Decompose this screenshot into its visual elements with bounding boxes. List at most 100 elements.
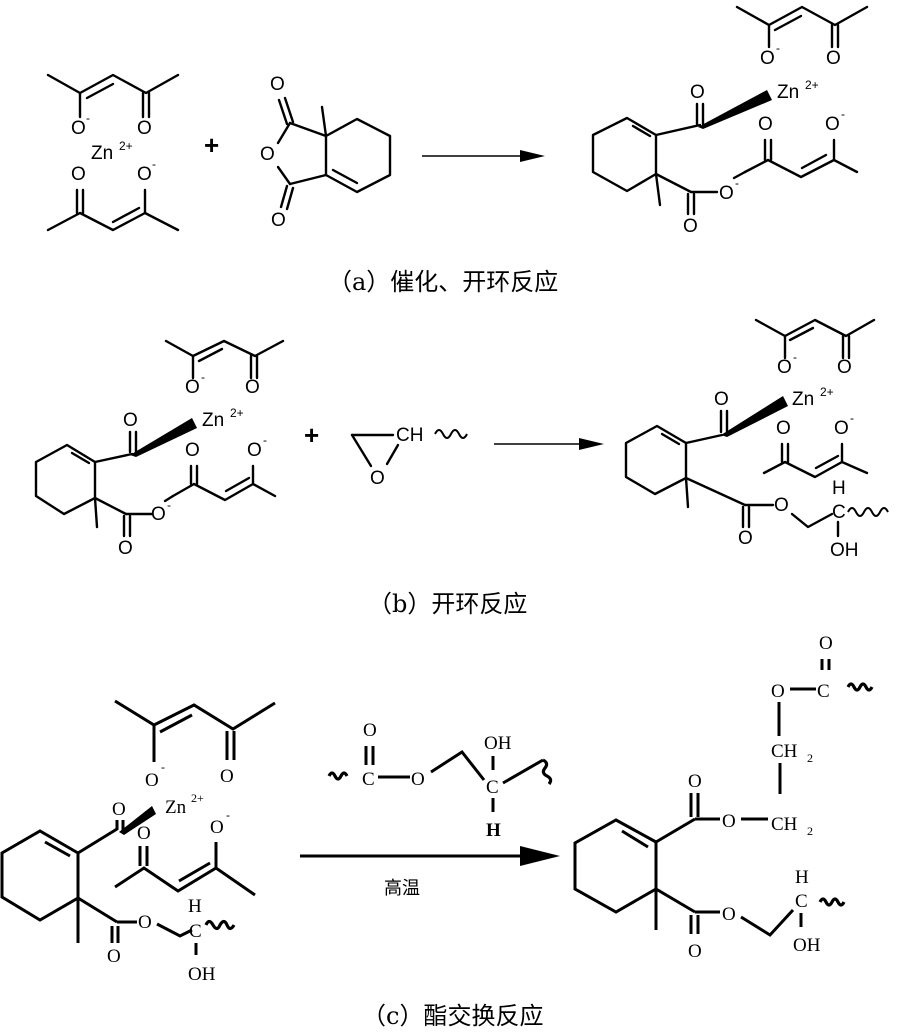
minus-sign: - <box>850 411 854 425</box>
oh-label: OH <box>188 964 216 985</box>
reactant-c-zn-complex: O - O O Zn 2+ O O - H O <box>0 699 276 985</box>
minus-sign: - <box>201 370 205 384</box>
reactant-b-zn-complex: O - O O Zn 2+ O O - O O <box>34 339 285 559</box>
zn-charge: 2+ <box>191 791 204 805</box>
oh-label: OH <box>484 733 512 754</box>
arrowhead-icon <box>520 150 545 162</box>
c-label: C <box>362 769 375 790</box>
minus-sign: - <box>776 41 780 55</box>
plus-sign: + <box>304 420 319 450</box>
h-label: H <box>832 478 846 499</box>
o-label: O <box>714 389 729 410</box>
oh-label: OH <box>830 540 859 561</box>
o-label: O <box>411 769 425 790</box>
polymer-chain-wavy-icon <box>327 771 349 781</box>
o-label: O <box>771 681 785 702</box>
product-b: O - O O Zn 2+ O O - O O <box>624 318 889 561</box>
subscript-2: 2 <box>807 824 813 838</box>
o-label: O <box>738 528 753 549</box>
zn-charge: 2+ <box>119 139 133 153</box>
ch-label: CH <box>396 425 423 446</box>
c-label: C <box>795 891 808 912</box>
product-c: O O C CH 2 CH 2 O O <box>573 633 874 962</box>
o-label: O <box>107 946 121 967</box>
o-minus-label: O <box>137 164 152 185</box>
reaction-condition: 高温 <box>384 878 420 899</box>
o-ring-label: O <box>370 468 385 489</box>
minus-sign: - <box>86 111 90 125</box>
o-minus-label: O <box>247 440 262 461</box>
minus-sign: - <box>226 808 230 822</box>
o-label: O <box>71 164 86 185</box>
o-label: O <box>690 82 705 103</box>
o-minus-label: O <box>210 817 224 838</box>
arrowhead-icon <box>520 846 560 866</box>
o-label: O <box>363 720 377 741</box>
o-label: O <box>683 216 698 237</box>
zn-label: Zn <box>792 389 814 410</box>
wedge-bond <box>119 806 156 835</box>
caption-c: （c）酯交换反应 <box>362 1002 543 1030</box>
h-label: H <box>795 867 809 888</box>
o-label: O <box>758 114 773 135</box>
panel-b: O - O O Zn 2+ O O - O O <box>34 318 889 618</box>
h-label: H <box>486 820 501 841</box>
plus-sign: + <box>204 130 219 160</box>
product-a: O - O O Zn 2+ O O - O <box>591 5 869 237</box>
reactant-c-ester-hydroxyl: O C O OH C H <box>327 720 553 841</box>
o-label: O <box>137 823 151 844</box>
zn-label: Zn <box>202 410 224 431</box>
o-label: O <box>137 118 152 139</box>
oh-label: OH <box>793 935 821 956</box>
polymer-chain-wavy-icon <box>204 919 236 931</box>
minus-sign: - <box>841 107 845 121</box>
o-minus-label: O <box>185 377 200 398</box>
o-label: O <box>837 357 852 378</box>
o-minus-label: O <box>777 357 792 378</box>
caption-b: （b）开环反应 <box>368 590 527 618</box>
o-label: O <box>688 941 702 962</box>
o-label: O <box>245 377 260 398</box>
wedge-bond <box>698 90 772 129</box>
o-label: O <box>826 48 841 69</box>
o-label: O <box>185 440 200 461</box>
minus-sign: - <box>793 350 797 364</box>
panel-a: O - O Zn 2+ O O - + O O <box>46 5 869 296</box>
zn-label: Zn <box>165 797 187 818</box>
o-minus-label: O <box>151 504 166 525</box>
c-label: C <box>486 777 499 798</box>
o-label: O <box>118 538 133 559</box>
o-label: O <box>123 410 138 431</box>
o-label: O <box>220 766 234 787</box>
epoxide: O CH <box>350 425 468 489</box>
polymer-chain-wavy-icon <box>847 507 889 517</box>
polymer-chain-wavy-icon <box>818 897 846 907</box>
o-label: O <box>774 495 789 516</box>
minus-sign: - <box>152 157 156 171</box>
minus-sign: - <box>161 760 165 774</box>
zn-charge: 2+ <box>805 78 819 92</box>
minus-sign: - <box>735 176 739 190</box>
o-label: O <box>688 771 702 792</box>
o-label: O <box>270 74 285 95</box>
o-label: O <box>271 210 286 231</box>
o-minus-label: O <box>834 418 849 439</box>
arrowhead-icon <box>579 438 604 450</box>
ch2-label: CH <box>771 814 798 835</box>
o-label: O <box>112 799 126 820</box>
zinc-acetylacetonate: O - O Zn 2+ O O - <box>46 73 180 232</box>
o-label: O <box>776 418 791 439</box>
wedge-bond <box>721 396 788 437</box>
methyl-tetrahydrophthalic-anhydride: O O O <box>260 74 392 231</box>
o-label: O <box>819 633 833 654</box>
o-ring-label: O <box>260 144 275 165</box>
c-label: C <box>817 681 830 702</box>
zn-charge: 2+ <box>230 406 244 420</box>
polymer-chain-wavy-icon <box>846 682 874 692</box>
zn-label: Zn <box>91 143 113 164</box>
minus-sign: - <box>263 433 267 447</box>
o-label: O <box>722 904 736 925</box>
o-minus-label: O <box>145 770 159 791</box>
o-label: O <box>722 811 736 832</box>
